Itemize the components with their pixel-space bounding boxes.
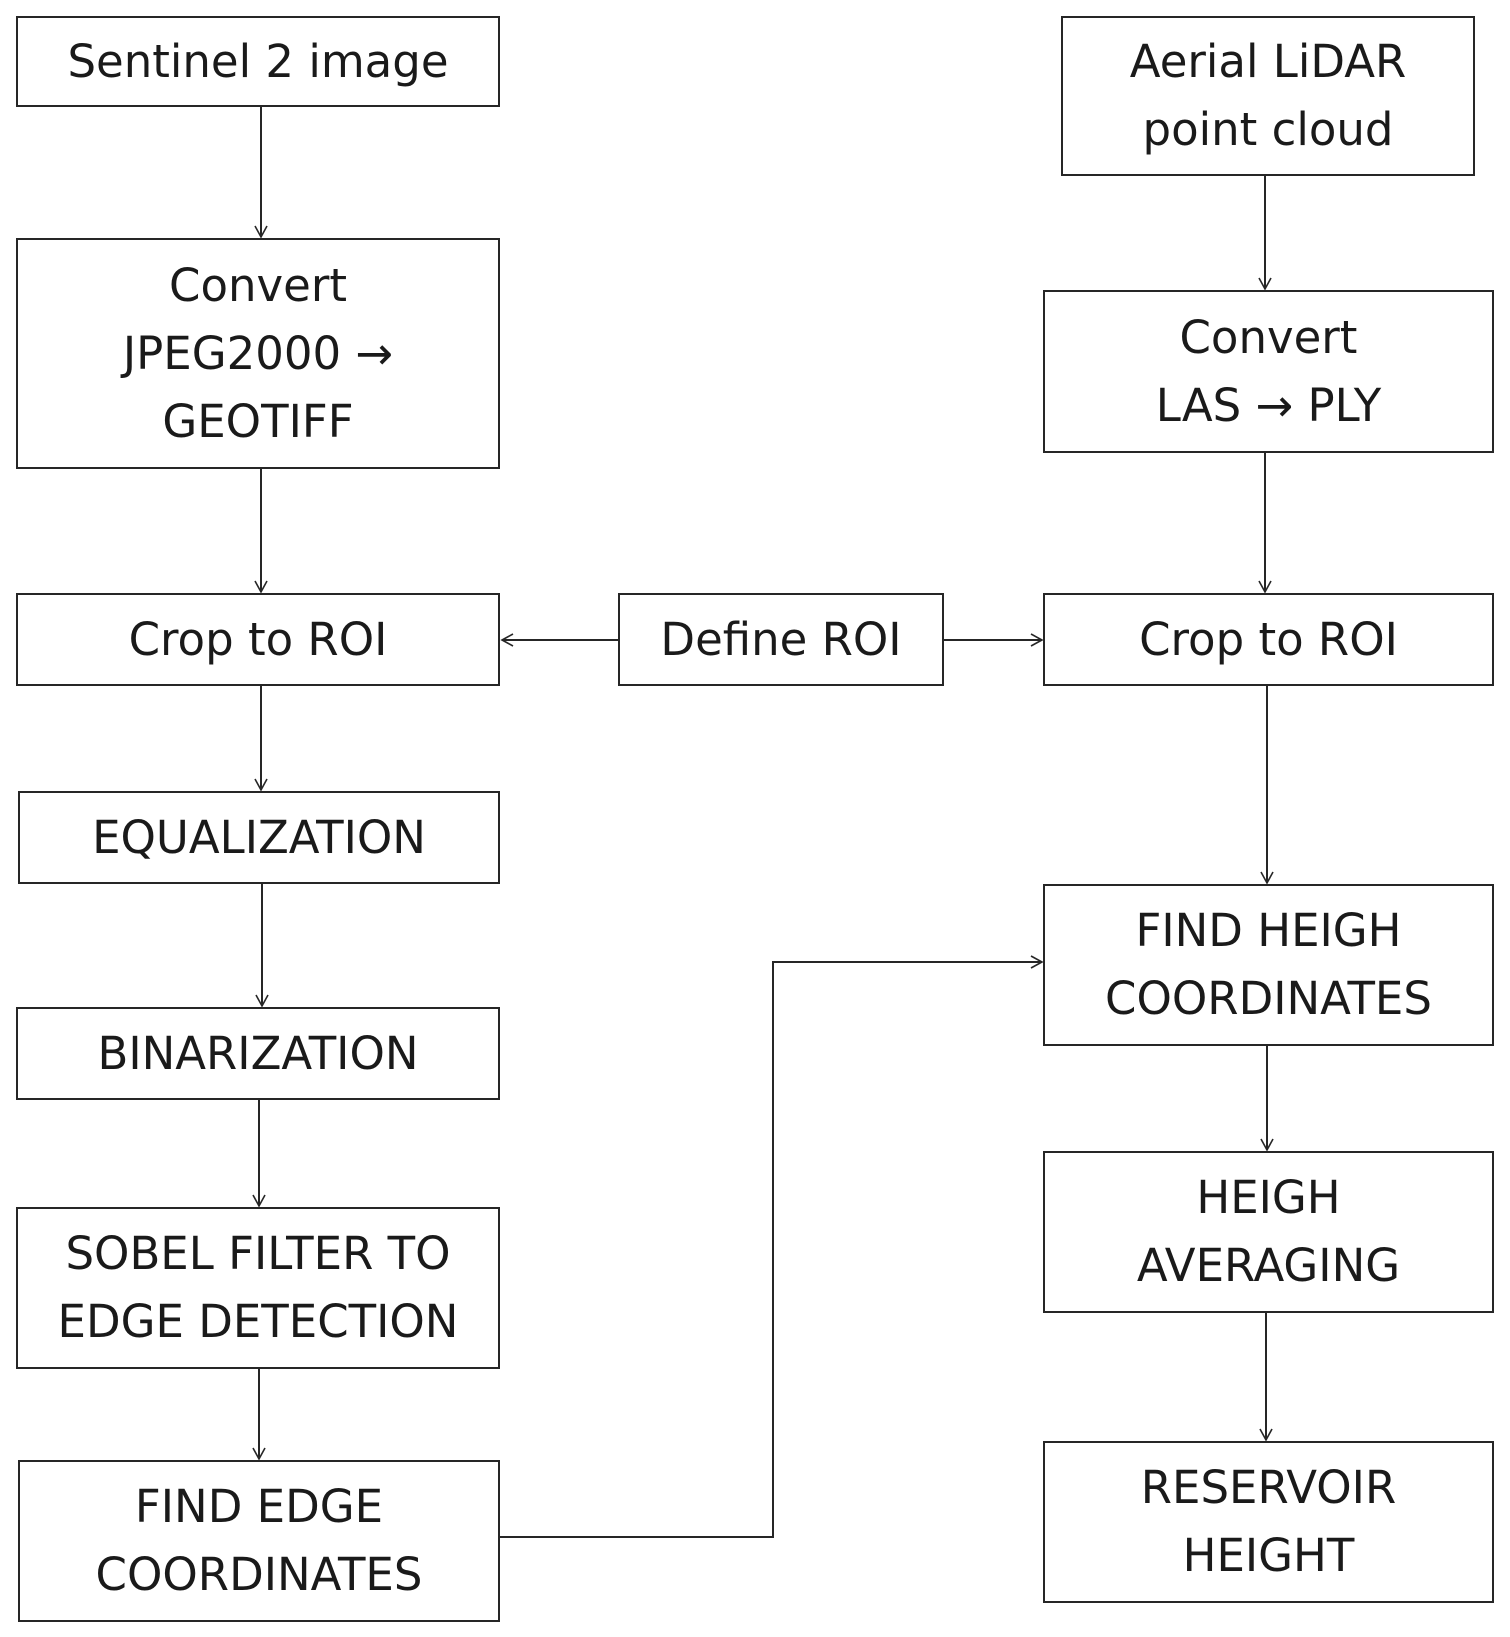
node-label-line: SOBEL FILTER TO: [65, 1227, 451, 1280]
node-label-line: AVERAGING: [1136, 1239, 1401, 1292]
node-label-line: BINARIZATION: [97, 1026, 419, 1080]
arrow-find-edge-to-find-heigh: [500, 955, 1044, 1538]
node-label-line: COORDINATES: [95, 1548, 423, 1601]
node-label-line: JPEG2000 →: [122, 326, 394, 380]
node-convert-jpeg2000-geotiff: Convert JPEG2000 → GEOTIFF: [16, 238, 500, 469]
node-label-line: EDGE DETECTION: [57, 1295, 459, 1348]
node-binarization: BINARIZATION: [16, 1007, 500, 1100]
node-find-heigh-coordinates: FIND HEIGH COORDINATES: [1043, 884, 1494, 1046]
node-label-line: Sentinel 2 image: [67, 34, 449, 88]
node-label-line: Crop to ROI: [128, 612, 388, 666]
node-find-edge-coordinates: FIND EDGE COORDINATES: [18, 1460, 500, 1622]
node-label-line: Crop to ROI: [1139, 612, 1398, 666]
node-label-line: HEIGH: [1196, 1171, 1341, 1224]
node-label-line: Convert: [1179, 310, 1358, 364]
node-label-line: Aerial LiDAR: [1129, 35, 1407, 88]
node-convert-las-ply: Convert LAS → PLY: [1043, 290, 1494, 453]
node-crop-to-roi-right: Crop to ROI: [1043, 593, 1494, 686]
node-label-line: point cloud: [1142, 103, 1394, 156]
node-sentinel-2-image: Sentinel 2 image: [16, 16, 500, 107]
node-label-line: Define ROI: [660, 612, 902, 666]
node-aerial-lidar-point-cloud: Aerial LiDAR point cloud: [1061, 16, 1475, 176]
node-sobel-filter-edge-detection: SOBEL FILTER TO EDGE DETECTION: [16, 1207, 500, 1369]
node-heigh-averaging: HEIGH AVERAGING: [1043, 1151, 1494, 1313]
node-label-line: COORDINATES: [1105, 972, 1432, 1025]
node-label-line: EQUALIZATION: [92, 810, 426, 864]
node-define-roi: Define ROI: [618, 593, 944, 686]
node-equalization: EQUALIZATION: [18, 791, 500, 884]
node-label-line: LAS → PLY: [1155, 378, 1382, 432]
node-label-line: FIND HEIGH: [1135, 904, 1402, 957]
node-label-line: Convert: [169, 258, 347, 312]
node-label-line: GEOTIFF: [162, 394, 354, 448]
node-label-line: HEIGHT: [1182, 1529, 1355, 1582]
node-label-line: RESERVOIR: [1140, 1461, 1397, 1514]
node-reservoir-height: RESERVOIR HEIGHT: [1043, 1441, 1494, 1603]
node-label-line: FIND EDGE: [134, 1480, 384, 1533]
node-crop-to-roi-left: Crop to ROI: [16, 593, 500, 686]
